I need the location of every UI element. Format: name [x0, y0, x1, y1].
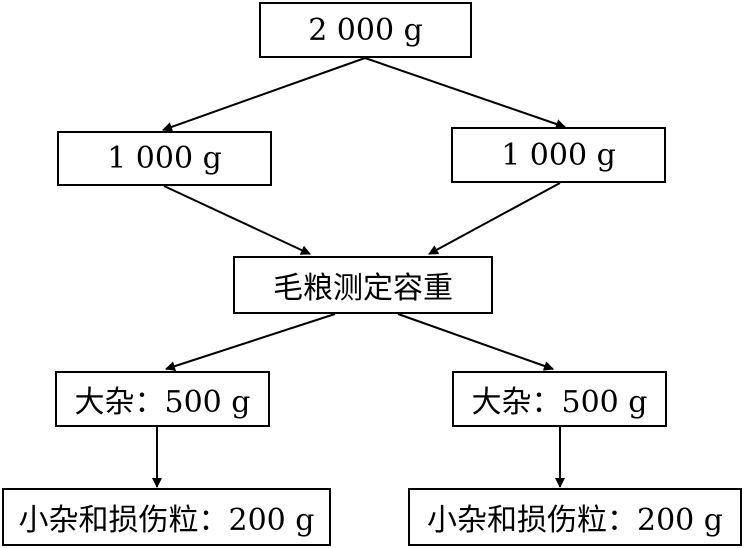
arrow-left-split-to-center [163, 185, 311, 255]
node-left-large-label: 大杂：500 g [74, 385, 251, 420]
node-right-split: 1 000 g [451, 127, 666, 183]
node-left-split: 1 000 g [57, 131, 272, 186]
arrow-root-to-right-split [364, 57, 566, 129]
node-left-large-impurity: 大杂：500 g [55, 371, 270, 427]
node-root-label: 2 000 g [308, 12, 423, 48]
node-right-split-label: 1 000 g [501, 137, 616, 173]
node-right-small-impurity: 小杂和损伤粒：200 g [408, 488, 742, 546]
arrow-center-to-right-large [397, 313, 554, 371]
node-right-large-label: 大杂：500 g [471, 385, 648, 420]
arrow-right-split-to-center [428, 182, 561, 255]
node-right-small-label: 小杂和损伤粒：200 g [426, 503, 723, 538]
node-root-sample: 2 000 g [259, 2, 472, 58]
node-left-split-label: 1 000 g [107, 141, 222, 176]
arrow-center-to-left-large [165, 313, 336, 371]
node-center-label: 毛粮测定容重 [273, 271, 453, 306]
arrow-root-to-left-split [162, 57, 366, 132]
node-left-small-label: 小杂和损伤粒：200 g [18, 503, 315, 538]
node-center-test: 毛粮测定容重 [233, 256, 493, 314]
node-left-small-impurity: 小杂和损伤粒：200 g [2, 488, 331, 546]
node-right-large-impurity: 大杂：500 g [452, 371, 667, 427]
